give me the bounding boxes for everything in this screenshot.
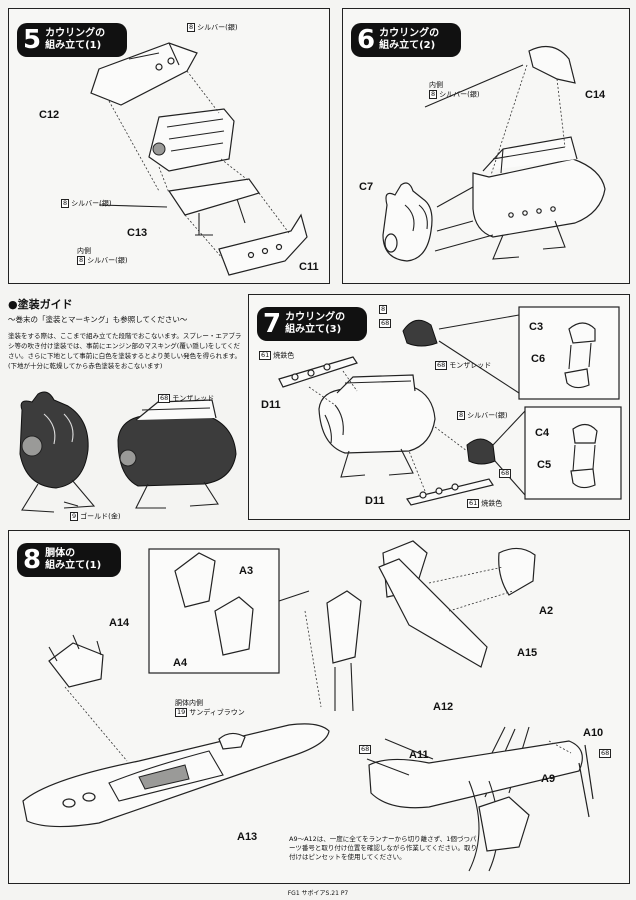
step-6-diagram xyxy=(382,45,606,262)
paint-name: シルバー(銀) xyxy=(467,411,508,420)
step-7-badge: 7 カウリングの 組み立て(3) xyxy=(257,307,367,341)
paint-guide-subtitle: 〜巻末の「塗装とマーキング」も参照してください〜 xyxy=(8,315,188,324)
paint-code-tag: 8 xyxy=(379,305,388,314)
part-label-a4: A4 xyxy=(173,657,188,669)
paint-callout-mongre-left: 68 xyxy=(359,745,373,755)
paint-code-tag: 68 xyxy=(379,319,392,328)
step-8-panel: 8 胴体の 組み立て(1) A3 A4 A14 xyxy=(8,530,630,884)
paint-name: ゴールド(金) xyxy=(80,512,121,521)
paint-name: シルバー(銀) xyxy=(197,23,238,32)
part-label-a13: A13 xyxy=(237,831,258,843)
paint-callout-mongre-right: 68 xyxy=(599,749,613,759)
part-label-d11-bottom: D11 xyxy=(365,495,385,507)
paint-code-tag: 8 xyxy=(77,256,86,265)
part-label-c6: C6 xyxy=(531,353,546,365)
step-8-number: 8 xyxy=(23,545,42,575)
part-label-c3: C3 xyxy=(529,321,544,333)
paint-guide: ●塗装ガイド 〜巻末の「塗装とマーキング」も参照してください〜 塗装をする際は、… xyxy=(8,296,248,526)
part-label-a15: A15 xyxy=(517,647,538,659)
paint-code-tag: 61 xyxy=(467,499,480,508)
paint-code-tag: 8 xyxy=(429,90,438,99)
step-5-diagram xyxy=(90,42,308,276)
step-7-title: カウリングの 組み立て(3) xyxy=(285,312,346,335)
paint-guide-body: 塗装をする際は、ここまで組み立てた段階でおこないます。スプレー・エアブラシ等の吹… xyxy=(8,332,242,370)
part-label-c13: C13 xyxy=(127,227,148,239)
paint-guide-illustration xyxy=(19,391,237,513)
paint-name: シルバー(銀) xyxy=(439,90,480,99)
part-label-d11-top: D11 xyxy=(261,399,281,411)
paint-code-tag: 68 xyxy=(359,745,372,754)
paint-callout-silver-code: 8 xyxy=(379,305,389,315)
step-7-panel: 7 カウリングの 組み立て(3) C3 C6 C4 C5 D11 xyxy=(248,294,630,520)
part-label-c11: C11 xyxy=(299,261,319,273)
step-7-number: 7 xyxy=(263,309,282,339)
part-label-c4: C4 xyxy=(535,427,550,439)
step-5-badge: 5 カウリングの 組み立て(1) xyxy=(17,23,127,57)
step-6-title: カウリングの 組み立て(2) xyxy=(379,28,440,51)
paint-name: モンザレッド xyxy=(172,394,215,403)
part-label-a10: A10 xyxy=(583,727,604,739)
paint-code-tag: 68 xyxy=(435,361,448,370)
step-7-diagram xyxy=(278,306,622,506)
paint-code-tag: 68 xyxy=(158,394,171,403)
paint-name: モンザレッド xyxy=(449,361,492,370)
paint-code-tag: 8 xyxy=(187,23,196,32)
part-label-a14: A14 xyxy=(109,617,130,629)
step-5-title: カウリングの 組み立て(1) xyxy=(45,28,106,51)
assembly-note: A9〜A12は、一度に全てをランナーから切り離さず、1個づつパーツ番号と取り付け… xyxy=(289,835,477,861)
part-label-a3: A3 xyxy=(239,565,254,577)
part-label-a9: A9 xyxy=(541,773,556,785)
step-8-badge: 8 胴体の 組み立て(1) xyxy=(17,543,121,577)
paint-callout-mongre-side: 68 xyxy=(499,469,513,479)
paint-code-tag: 68 xyxy=(499,469,512,478)
part-label-c5: C5 xyxy=(537,459,552,471)
part-label-a11: A11 xyxy=(409,749,429,761)
paint-name: シルバー(銀) xyxy=(71,199,112,208)
step-6-number: 6 xyxy=(357,25,376,55)
part-label-c12: C12 xyxy=(39,109,60,121)
fuselage-inner-label: 胴体内側 xyxy=(175,699,203,707)
page-footer: FG1 サボイアS.21 P7 xyxy=(287,890,349,897)
paint-code-tag: 68 xyxy=(599,749,612,758)
paint-name: シルバー(銀) xyxy=(87,256,128,265)
paint-name: サンディブラウン xyxy=(189,708,245,717)
paint-code-tag: 8 xyxy=(61,199,70,208)
step-8-title: 胴体の 組み立て(1) xyxy=(45,548,102,571)
paint-code-tag: 8 xyxy=(457,411,466,420)
part-label-a2: A2 xyxy=(539,605,554,617)
inner-label: 内側 xyxy=(77,247,91,255)
part-label-c7: C7 xyxy=(359,181,374,193)
step-8-diagram xyxy=(22,540,594,872)
paint-name: 焼鉄色 xyxy=(481,499,503,508)
step-5-number: 5 xyxy=(23,25,42,55)
inner-label: 内側 xyxy=(429,81,443,89)
paint-code-tag: 9 xyxy=(70,512,79,521)
paint-name: 焼鉄色 xyxy=(273,351,295,360)
paint-code-tag: 19 xyxy=(175,708,188,717)
part-label-c14: C14 xyxy=(585,89,606,101)
part-label-a12: A12 xyxy=(433,701,454,713)
paint-code-tag: 61 xyxy=(259,351,272,360)
step-6-badge: 6 カウリングの 組み立て(2) xyxy=(351,23,461,57)
paint-guide-title: ●塗装ガイド xyxy=(8,298,73,311)
paint-callout-mongre-code: 68 xyxy=(379,319,393,329)
